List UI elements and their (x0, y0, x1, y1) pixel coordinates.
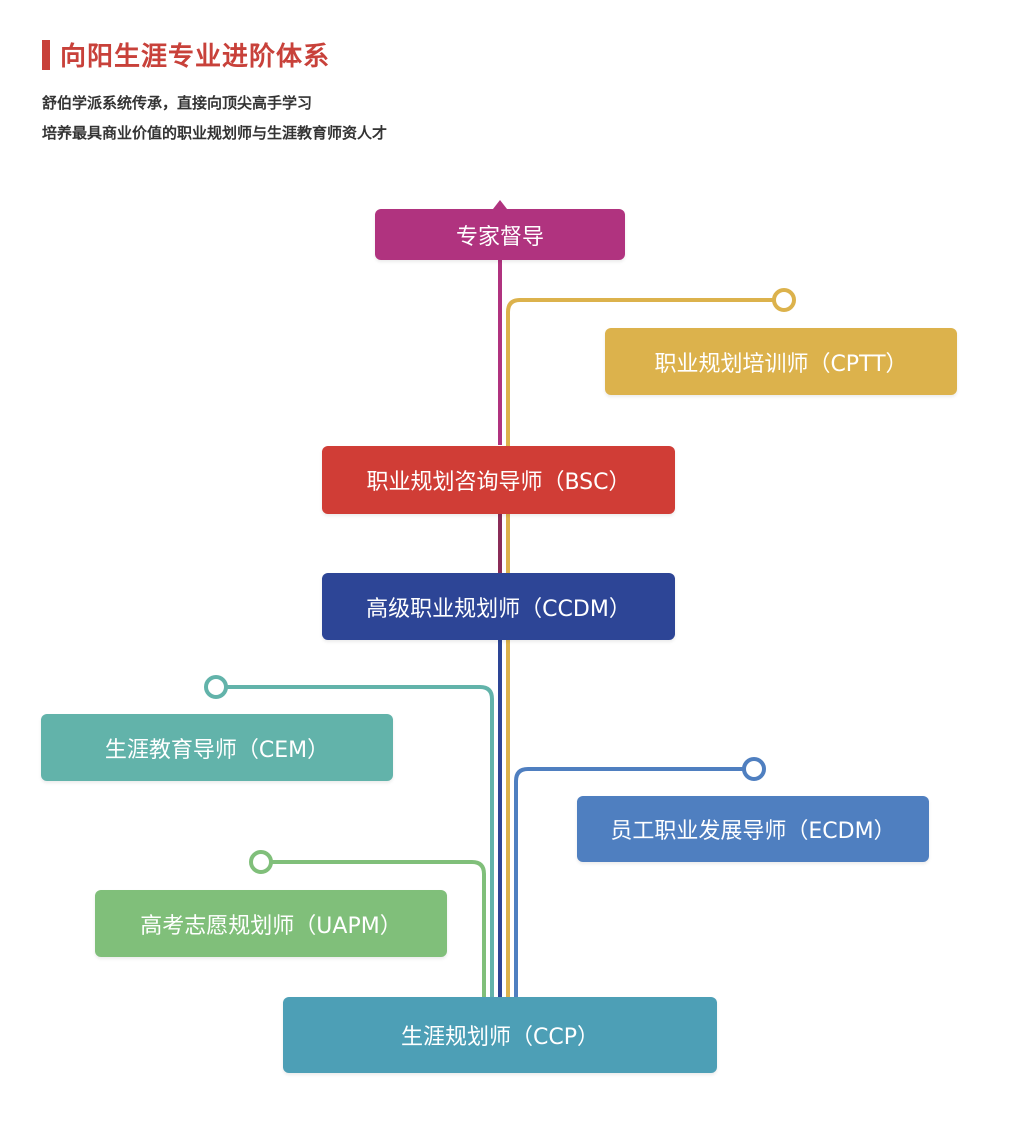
node-supervisor: 专家督导 (375, 209, 625, 260)
node-uapm: 高考志愿规划师（UAPM） (95, 890, 447, 957)
line-ecdm (514, 767, 754, 997)
arrow-up-icon (493, 200, 507, 209)
subtitle-line-1: 舒伯学派系统传承，直接向顶尖高手学习 (42, 94, 313, 112)
node-dot-ecdm (742, 757, 766, 781)
subtitle-line-2: 培养最具商业价值的职业规划师与生涯教育师资人才 (42, 124, 388, 142)
line-cptt (506, 298, 784, 997)
node-dot-cem (204, 675, 228, 699)
node-ccp: 生涯规划师（CCP） (283, 997, 717, 1073)
line-uapm (261, 860, 486, 997)
node-cptt: 职业规划培训师（CPTT） (605, 328, 957, 395)
node-ccdm: 高级职业规划师（CCDM） (322, 573, 675, 640)
node-dot-cptt (772, 288, 796, 312)
node-bsc: 职业规划咨询导师（BSC） (322, 446, 675, 514)
node-dot-uapm (249, 850, 273, 874)
node-cem: 生涯教育导师（CEM） (41, 714, 393, 781)
node-ecdm: 员工职业发展导师（ECDM） (577, 796, 929, 862)
page-title: 向阳生涯专业进阶体系 (60, 42, 331, 72)
title-accent-bar (42, 40, 50, 70)
line-cem (216, 685, 494, 997)
